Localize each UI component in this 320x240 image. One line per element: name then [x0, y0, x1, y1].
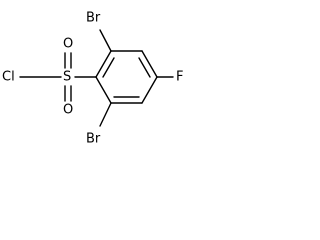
- ring-bond-c4-c5: [141, 76, 158, 104]
- atom-label-sulfur: S: [63, 70, 71, 85]
- ring-bond-c6-c1: [95, 76, 112, 104]
- ring-double-bond-c1-c2: [102, 57, 115, 78]
- ring-double-bond-c3-c4: [138, 57, 151, 78]
- bond-ring-br-bottom: [99, 102, 112, 127]
- atom-label-chlorine: Cl: [2, 70, 15, 85]
- structure-diagram: Br Br F Cl S O O: [0, 0, 220, 154]
- ring-bond-c3-c4: [141, 50, 158, 78]
- bond-ring-br-top: [99, 29, 112, 52]
- atom-label-br-top: Br: [86, 11, 101, 26]
- atom-label-oxygen-bottom: O: [63, 103, 73, 118]
- molecule-svg: Br Br F Cl S O O: [2, 11, 183, 147]
- ring-bond-c1-c2: [95, 50, 112, 78]
- atom-label-fluorine: F: [176, 70, 183, 85]
- atom-label-oxygen-top: O: [63, 37, 73, 52]
- benzene-ring: [95, 50, 158, 104]
- atom-label-br-bottom: Br: [86, 132, 101, 147]
